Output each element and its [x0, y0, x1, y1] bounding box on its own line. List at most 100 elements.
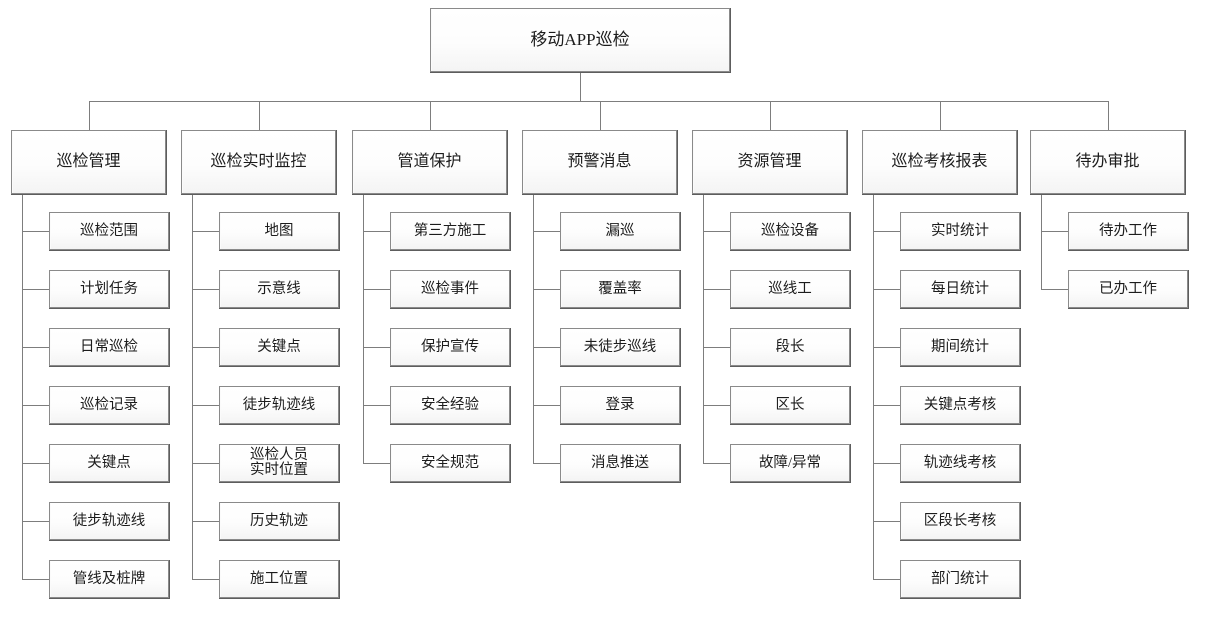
leaf-node-7-2[interactable]: 已办工作	[1068, 270, 1188, 308]
leaf-node-1-4[interactable]: 巡检记录	[49, 386, 169, 424]
connector-line	[192, 405, 219, 406]
connector-line	[89, 101, 1108, 102]
leaf-node-6-3[interactable]: 期间统计	[900, 328, 1020, 366]
leaf-node-3-3[interactable]: 保护宣传	[390, 328, 510, 366]
leaf-node-3-2[interactable]: 巡检事件	[390, 270, 510, 308]
connector-line	[1108, 101, 1109, 130]
connector-line	[192, 521, 219, 522]
connector-line	[533, 463, 560, 464]
connector-line	[703, 289, 730, 290]
leaf-node-2-2[interactable]: 示意线	[219, 270, 339, 308]
connector-line	[22, 289, 49, 290]
connector-line	[703, 347, 730, 348]
leaf-node-1-7[interactable]: 管线及桩牌	[49, 560, 169, 598]
connector-line	[770, 101, 771, 130]
connector-line	[363, 289, 390, 290]
leaf-node-5-1[interactable]: 巡检设备	[730, 212, 850, 250]
leaf-node-1-2[interactable]: 计划任务	[49, 270, 169, 308]
root-node[interactable]: 移动APP巡检	[430, 8, 730, 72]
connector-line	[703, 405, 730, 406]
connector-line	[259, 101, 260, 130]
connector-line	[22, 194, 23, 580]
leaf-node-3-4[interactable]: 安全经验	[390, 386, 510, 424]
connector-line	[600, 101, 601, 130]
leaf-node-4-2[interactable]: 覆盖率	[560, 270, 680, 308]
leaf-node-7-1[interactable]: 待办工作	[1068, 212, 1188, 250]
leaf-node-1-6[interactable]: 徒步轨迹线	[49, 502, 169, 540]
connector-line	[430, 101, 431, 130]
leaf-node-5-4[interactable]: 区长	[730, 386, 850, 424]
leaf-node-5-2[interactable]: 巡线工	[730, 270, 850, 308]
connector-line	[940, 101, 941, 130]
connector-line	[1041, 194, 1042, 290]
leaf-node-2-7[interactable]: 施工位置	[219, 560, 339, 598]
connector-line	[363, 405, 390, 406]
connector-line	[533, 194, 534, 464]
category-node-4[interactable]: 预警消息	[522, 130, 677, 194]
leaf-node-1-1[interactable]: 巡检范围	[49, 212, 169, 250]
connector-line	[22, 521, 49, 522]
connector-line	[873, 579, 900, 580]
leaf-node-6-5[interactable]: 轨迹线考核	[900, 444, 1020, 482]
connector-line	[22, 347, 49, 348]
connector-line	[363, 231, 390, 232]
connector-line	[192, 194, 193, 580]
connector-line	[363, 194, 364, 464]
connector-line	[873, 521, 900, 522]
category-node-7[interactable]: 待办审批	[1030, 130, 1185, 194]
leaf-node-2-6[interactable]: 历史轨迹	[219, 502, 339, 540]
leaf-node-4-5[interactable]: 消息推送	[560, 444, 680, 482]
connector-line	[192, 579, 219, 580]
connector-line	[192, 289, 219, 290]
connector-line	[89, 101, 90, 130]
category-node-2[interactable]: 巡检实时监控	[181, 130, 336, 194]
connector-line	[363, 463, 390, 464]
leaf-node-6-1[interactable]: 实时统计	[900, 212, 1020, 250]
connector-line	[533, 231, 560, 232]
leaf-node-6-6[interactable]: 区段长考核	[900, 502, 1020, 540]
leaf-node-3-5[interactable]: 安全规范	[390, 444, 510, 482]
connector-line	[192, 231, 219, 232]
connector-line	[533, 289, 560, 290]
category-node-1[interactable]: 巡检管理	[11, 130, 166, 194]
connector-line	[580, 72, 581, 101]
connector-line	[873, 231, 900, 232]
connector-line	[22, 579, 49, 580]
connector-line	[873, 405, 900, 406]
leaf-node-2-4[interactable]: 徒步轨迹线	[219, 386, 339, 424]
connector-line	[22, 231, 49, 232]
connector-line	[192, 463, 219, 464]
category-node-6[interactable]: 巡检考核报表	[862, 130, 1017, 194]
connector-line	[533, 347, 560, 348]
connector-line	[1041, 289, 1068, 290]
leaf-node-4-3[interactable]: 未徒步巡线	[560, 328, 680, 366]
leaf-node-2-5[interactable]: 巡检人员 实时位置	[219, 444, 339, 482]
leaf-node-2-1[interactable]: 地图	[219, 212, 339, 250]
leaf-node-6-4[interactable]: 关键点考核	[900, 386, 1020, 424]
leaf-node-5-3[interactable]: 段长	[730, 328, 850, 366]
leaf-node-1-5[interactable]: 关键点	[49, 444, 169, 482]
connector-line	[873, 194, 874, 580]
leaf-node-6-7[interactable]: 部门统计	[900, 560, 1020, 598]
connector-line	[22, 405, 49, 406]
connector-line	[873, 347, 900, 348]
connector-line	[703, 231, 730, 232]
connector-line	[192, 347, 219, 348]
connector-line	[873, 463, 900, 464]
connector-line	[363, 347, 390, 348]
category-node-3[interactable]: 管道保护	[352, 130, 507, 194]
connector-line	[533, 405, 560, 406]
leaf-node-4-4[interactable]: 登录	[560, 386, 680, 424]
connector-line	[22, 463, 49, 464]
leaf-node-3-1[interactable]: 第三方施工	[390, 212, 510, 250]
connector-line	[703, 463, 730, 464]
connector-line	[703, 194, 704, 464]
leaf-node-4-1[interactable]: 漏巡	[560, 212, 680, 250]
leaf-node-6-2[interactable]: 每日统计	[900, 270, 1020, 308]
leaf-node-2-3[interactable]: 关键点	[219, 328, 339, 366]
category-node-5[interactable]: 资源管理	[692, 130, 847, 194]
leaf-node-1-3[interactable]: 日常巡检	[49, 328, 169, 366]
leaf-node-5-5[interactable]: 故障/异常	[730, 444, 850, 482]
connector-line	[1041, 231, 1068, 232]
